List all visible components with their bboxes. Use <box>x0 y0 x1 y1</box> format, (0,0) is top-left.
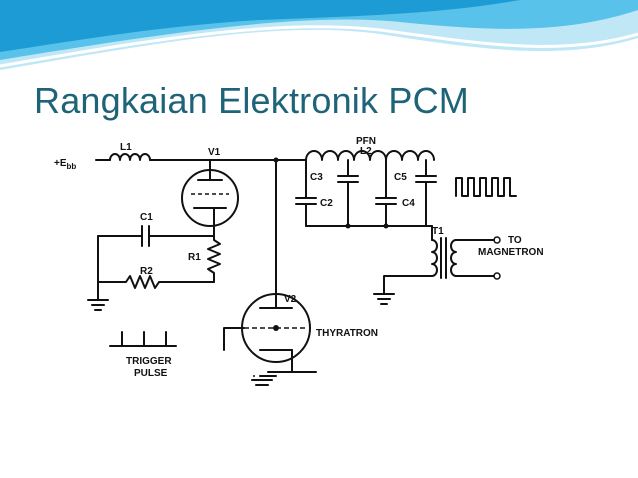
pfn-label: PFN <box>356 136 376 147</box>
header-wave-dark <box>0 0 520 52</box>
inductor-l2 <box>305 150 435 161</box>
c2-label: C2 <box>320 198 333 209</box>
v1-label: V1 <box>208 147 221 158</box>
r1-label: R1 <box>188 252 201 263</box>
trigger-label: TRIGGER <box>126 356 172 367</box>
ground-left-icon <box>87 281 109 311</box>
t1-label: T1 <box>432 226 444 237</box>
magnetron-label: MAGNETRON <box>478 247 544 258</box>
c1-label: C1 <box>140 212 153 223</box>
trigger-pulse-icon <box>109 331 177 347</box>
pulse-label: PULSE <box>134 368 168 379</box>
inductor-l1 <box>95 153 277 161</box>
l1-label: L1 <box>120 142 132 153</box>
pulse-waveform-icon <box>455 177 517 197</box>
transformer-t1 <box>431 237 457 279</box>
header-wave-highlight <box>0 25 638 68</box>
ebb-label: +Ebb <box>54 158 76 171</box>
ground-pfn-icon <box>373 293 395 305</box>
resistor-r1 <box>207 231 221 283</box>
c4-label: C4 <box>402 198 415 209</box>
c3-label: C3 <box>310 172 323 183</box>
pcm-circuit-diagram: +Ebb L1 V1 R1 C1 R2 <box>54 136 544 386</box>
resistor-r2 <box>97 275 215 289</box>
capacitor-c1 <box>97 225 215 247</box>
header-wave <box>0 0 638 70</box>
v2-label: V2 <box>284 294 297 305</box>
to-label: TO <box>508 235 522 246</box>
l2-label: L2 <box>360 146 372 157</box>
r2-label: R2 <box>140 266 153 277</box>
slide-title: Rangkaian Elektronik PCM <box>34 80 469 121</box>
ground-v2-icon <box>251 371 317 386</box>
thyratron-label: THYRATRON <box>316 328 378 339</box>
vacuum-tube-v1 <box>181 159 239 233</box>
c5-label: C5 <box>394 172 407 183</box>
